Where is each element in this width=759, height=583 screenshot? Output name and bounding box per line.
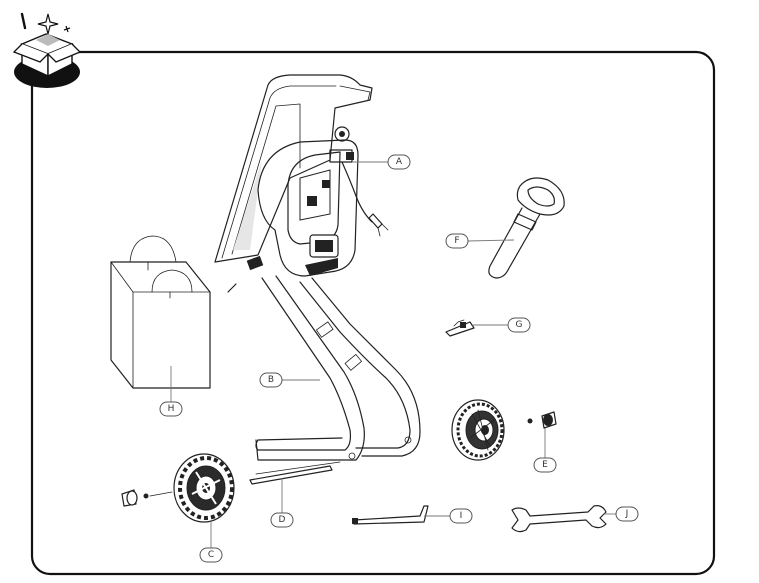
callout-H: H — [159, 366, 183, 417]
svg-text:C: C — [208, 550, 214, 560]
callout-G: G — [472, 317, 531, 333]
callout-D: D — [270, 478, 294, 528]
unboxing-icon — [12, 12, 82, 88]
shredder-body — [214, 74, 389, 293]
box-with-blades — [110, 235, 211, 389]
svg-text:B: B — [268, 375, 274, 385]
callout-F: F — [445, 233, 515, 249]
content-frame — [30, 50, 716, 576]
svg-text:H: H — [168, 404, 175, 414]
svg-text:J: J — [625, 509, 629, 519]
callout-E: E — [533, 428, 557, 473]
callout-B: B — [259, 372, 320, 388]
pin-clip — [445, 319, 475, 337]
wheel-right — [451, 399, 557, 461]
svg-text:A: A — [396, 157, 403, 167]
svg-text:D: D — [279, 515, 286, 525]
svg-text:G: G — [516, 320, 523, 330]
axle-rod — [249, 461, 341, 485]
wheel-left — [121, 453, 235, 523]
svg-text:E: E — [542, 460, 548, 470]
callout-C: C — [199, 520, 223, 563]
callout-A: A — [352, 154, 411, 170]
callout-I: I — [424, 508, 473, 524]
frame — [255, 275, 421, 461]
svg-text:I: I — [460, 511, 463, 521]
hex-key — [352, 505, 429, 525]
handle-knob — [488, 177, 565, 279]
wrench — [511, 505, 607, 533]
svg-text:F: F — [454, 236, 459, 246]
callout-J: J — [604, 506, 639, 522]
